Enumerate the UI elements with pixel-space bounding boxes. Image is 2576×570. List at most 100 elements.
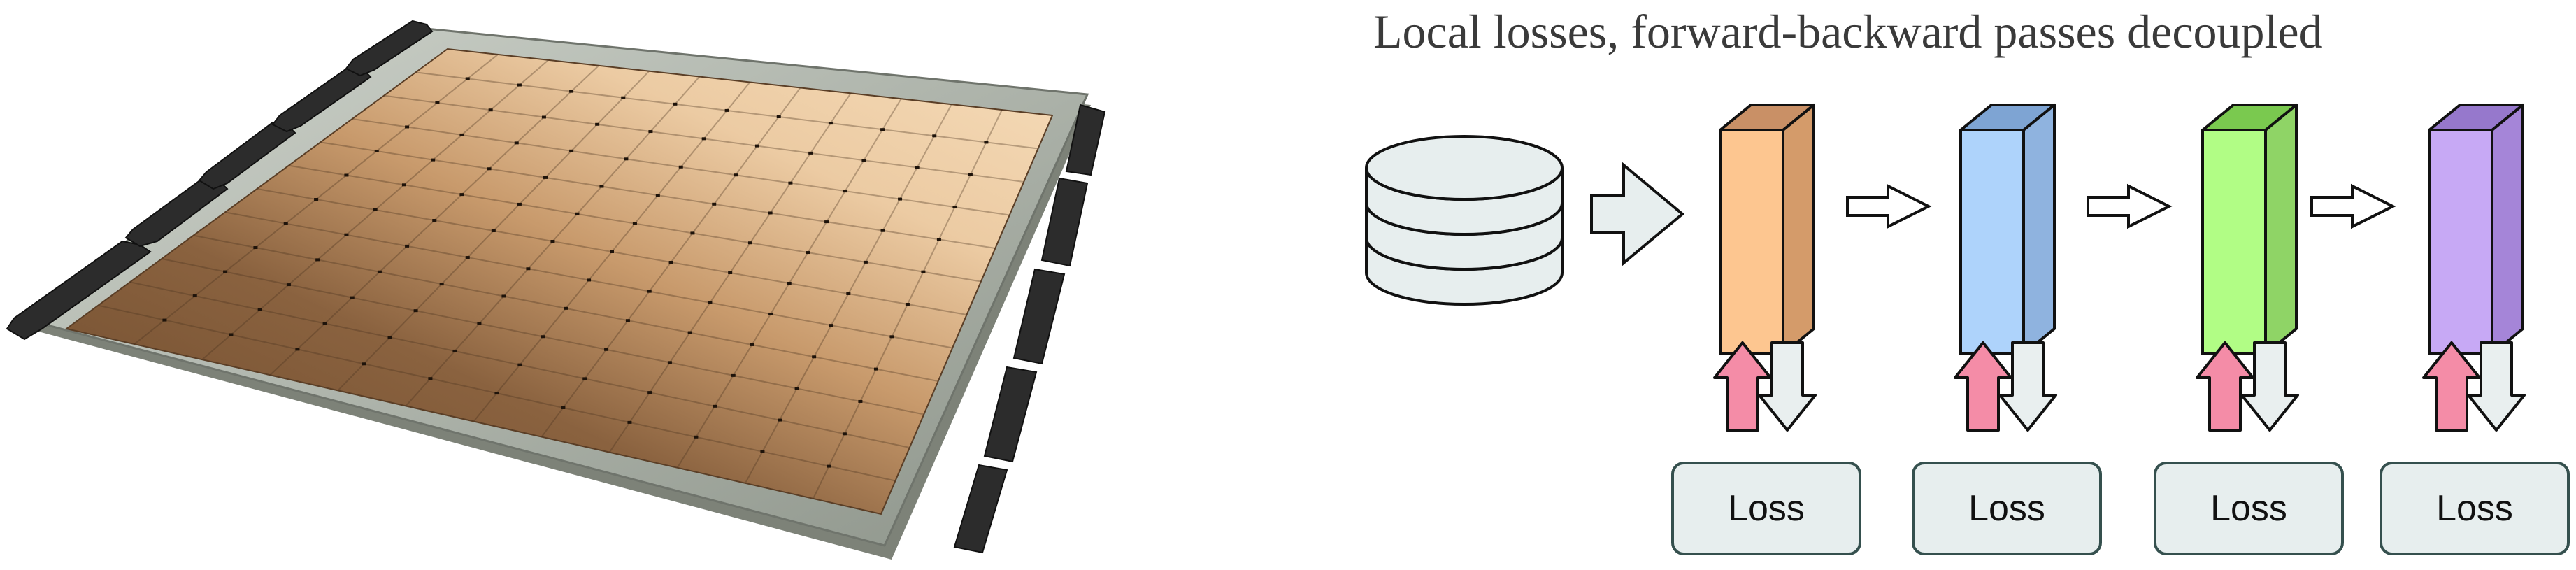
layer-block-2 bbox=[1959, 104, 2056, 355]
die-marker bbox=[760, 450, 765, 453]
die-marker bbox=[768, 312, 773, 315]
die-marker bbox=[858, 399, 863, 403]
forward-down-arrow bbox=[1998, 341, 2057, 432]
die-marker bbox=[315, 258, 320, 262]
die-marker bbox=[905, 303, 910, 306]
die-marker bbox=[257, 308, 262, 311]
die-marker bbox=[808, 151, 813, 155]
die-marker bbox=[459, 193, 464, 197]
die-marker bbox=[387, 336, 392, 339]
die-marker bbox=[401, 183, 406, 187]
die-marker bbox=[543, 176, 548, 179]
die-marker bbox=[541, 115, 546, 119]
die-marker bbox=[569, 90, 574, 93]
die-marker bbox=[968, 173, 973, 176]
die-marker bbox=[431, 158, 436, 162]
die-marker bbox=[322, 322, 327, 325]
die-marker bbox=[694, 435, 699, 439]
gradient-arrows-3 bbox=[2196, 341, 2299, 432]
forward-down-arrow bbox=[2467, 341, 2526, 432]
die-marker bbox=[344, 233, 349, 236]
die-marker bbox=[690, 231, 695, 235]
wafer-svg bbox=[6, 20, 1106, 560]
dataset-icon bbox=[1365, 135, 1564, 306]
layer-front-face bbox=[1719, 129, 1784, 355]
forward-down-arrow bbox=[2240, 341, 2299, 432]
die-marker bbox=[984, 141, 989, 144]
die-marker bbox=[374, 149, 379, 152]
forward-down-arrow bbox=[1758, 341, 1817, 432]
die-marker bbox=[776, 115, 781, 119]
die-marker bbox=[861, 159, 866, 162]
die-marker bbox=[828, 122, 833, 125]
die-marker bbox=[526, 267, 531, 271]
die-marker bbox=[517, 202, 522, 206]
die-marker bbox=[627, 420, 632, 424]
wafer-die-markers bbox=[162, 77, 989, 468]
diagram-svg bbox=[1365, 104, 2526, 432]
forward-arrow-1 bbox=[1846, 183, 1932, 229]
forward-arrow-3 bbox=[2310, 183, 2396, 229]
die-marker bbox=[647, 391, 652, 394]
die-marker bbox=[582, 377, 587, 380]
layer-side-face bbox=[2022, 104, 2056, 355]
die-marker bbox=[494, 392, 499, 395]
die-marker bbox=[889, 335, 894, 339]
die-marker bbox=[488, 108, 493, 112]
die-marker bbox=[827, 464, 831, 468]
die-marker bbox=[829, 324, 833, 327]
die-marker bbox=[487, 167, 492, 171]
loss-box-1: Loss bbox=[1671, 462, 1861, 555]
backward-up-arrow bbox=[1713, 341, 1772, 432]
local-loss-diagram: Local losses, forward-backward passes de… bbox=[1329, 0, 2576, 567]
die-marker bbox=[350, 296, 355, 299]
die-marker bbox=[223, 270, 228, 273]
wafer-surface bbox=[64, 48, 1054, 515]
die-marker bbox=[843, 190, 847, 193]
die-marker bbox=[754, 144, 759, 148]
layer-front-face bbox=[2201, 129, 2267, 355]
die-marker bbox=[668, 261, 673, 264]
die-marker bbox=[428, 377, 433, 380]
backward-up-arrow bbox=[2422, 341, 2481, 432]
die-marker bbox=[921, 270, 926, 273]
layer-side-face bbox=[1782, 104, 1815, 355]
die-marker bbox=[514, 141, 519, 145]
die-marker bbox=[295, 348, 300, 351]
layer-front-face bbox=[1959, 129, 2025, 355]
die-marker bbox=[413, 309, 418, 313]
die-marker bbox=[459, 133, 464, 136]
gradient-arrows-1 bbox=[1713, 341, 1817, 432]
die-marker bbox=[632, 222, 637, 225]
die-marker bbox=[405, 125, 410, 129]
die-marker bbox=[286, 283, 291, 287]
die-marker bbox=[647, 290, 652, 293]
die-marker bbox=[550, 240, 555, 243]
layer-front-face bbox=[2428, 129, 2493, 355]
loss-box-3: Loss bbox=[2154, 462, 2344, 555]
die-marker bbox=[465, 256, 470, 259]
die-marker bbox=[728, 271, 733, 274]
die-marker bbox=[432, 219, 437, 222]
layer-block-4 bbox=[2428, 104, 2524, 355]
die-marker bbox=[405, 244, 410, 248]
die-marker bbox=[575, 212, 580, 215]
right-connectors bbox=[953, 104, 1106, 554]
die-marker bbox=[541, 335, 545, 339]
die-marker bbox=[898, 197, 903, 201]
die-marker bbox=[936, 238, 941, 241]
die-marker bbox=[595, 122, 600, 126]
backward-up-arrow bbox=[2196, 341, 2254, 432]
gradient-arrows-4 bbox=[2422, 341, 2526, 432]
die-marker bbox=[377, 270, 382, 273]
die-marker bbox=[812, 355, 817, 359]
die-marker bbox=[701, 137, 706, 141]
die-marker bbox=[610, 250, 614, 253]
input-arrow bbox=[1590, 162, 1685, 266]
die-marker bbox=[713, 404, 717, 408]
die-marker bbox=[863, 260, 868, 264]
gradient-arrows-2 bbox=[1954, 341, 2057, 432]
die-marker bbox=[806, 251, 810, 255]
die-marker bbox=[932, 134, 937, 138]
